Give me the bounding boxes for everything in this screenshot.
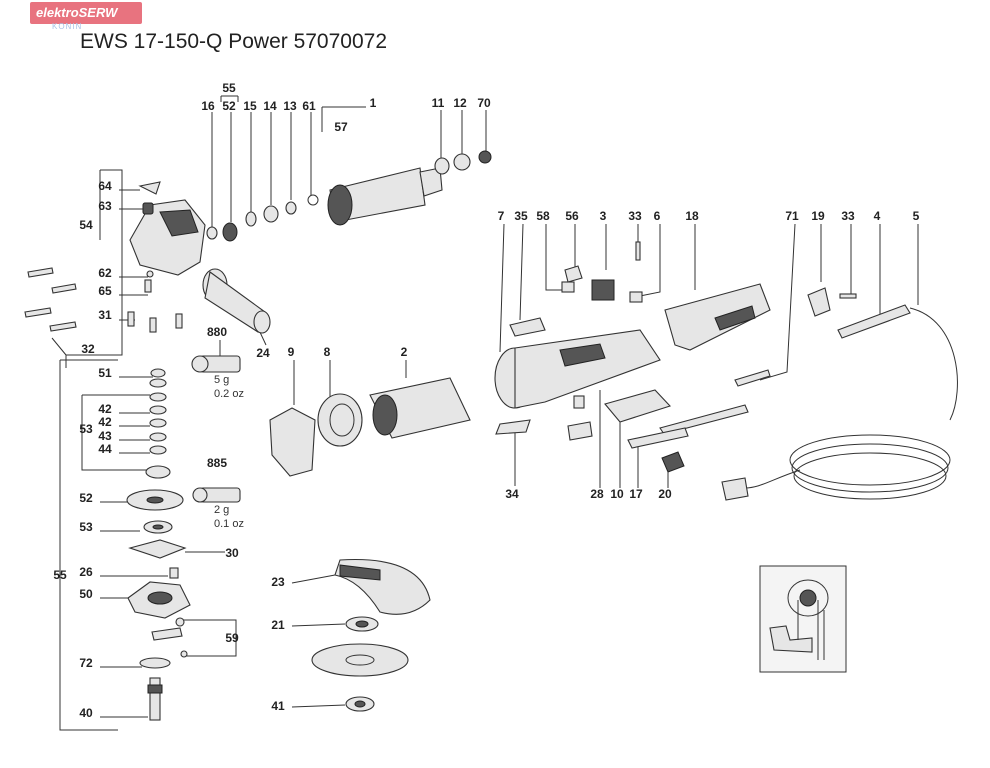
part-label: 61 — [302, 99, 316, 113]
part-label: 40 — [79, 706, 93, 720]
grease-note: 0.2 oz — [214, 388, 244, 400]
bearing-53 — [143, 520, 173, 534]
part-label: 20 — [658, 487, 672, 501]
part-label: 4 — [874, 209, 881, 223]
part-label: 11 — [432, 96, 445, 110]
part-label: 35 — [514, 209, 528, 223]
part-label: 6 — [654, 209, 661, 223]
armature-row — [206, 150, 492, 242]
part-label: 56 — [565, 209, 579, 223]
part-label: 53 — [79, 422, 93, 436]
part-label: 44 — [98, 442, 112, 456]
part-label: 71 — [785, 209, 799, 223]
part-label: 55 — [53, 568, 67, 582]
part-label: 33 — [841, 209, 855, 223]
switch-cover-18 — [664, 283, 771, 351]
part-label: 70 — [477, 96, 491, 110]
part-label: 18 — [685, 209, 699, 223]
grease-note: 2 g — [214, 504, 229, 516]
clamping-nut-41 — [345, 696, 375, 712]
part-label: 5 — [913, 209, 920, 223]
side-handle — [202, 268, 271, 334]
part-label: 50 — [79, 587, 93, 601]
part-label: 42 — [98, 402, 112, 416]
part-label: 57 — [334, 120, 348, 134]
grease-tube-880 — [191, 355, 241, 373]
gear-housing-50 — [127, 567, 191, 619]
wheel-guard-23 — [334, 558, 431, 615]
wheel-guard-assembly — [129, 181, 206, 276]
part-label: 31 — [98, 308, 112, 322]
part-label: 26 — [79, 565, 93, 579]
part-label: 62 — [98, 266, 112, 280]
part-label: 52 — [79, 491, 93, 505]
motor-housing-7 — [494, 317, 661, 409]
part-label: 8 — [324, 345, 331, 359]
part-label: 30 — [225, 546, 239, 560]
grease-tube-885 — [192, 487, 241, 503]
spindle-lock-59 — [151, 617, 188, 658]
part-label: 65 — [98, 284, 112, 298]
power-cord-5 — [721, 304, 958, 501]
part-label: 12 — [453, 96, 467, 110]
part-label: 28 — [590, 487, 604, 501]
grease-quantity-notes: 5 g 0.2 oz 2 g 0.1 oz — [214, 374, 244, 530]
grinding-disc — [311, 643, 409, 677]
part-label: 19 — [811, 209, 825, 223]
part-label: 53 — [79, 520, 93, 534]
gasket-30 — [128, 539, 187, 559]
part-label: 17 — [629, 487, 643, 501]
part-label: 885 — [207, 456, 227, 470]
part-label: 51 — [98, 366, 112, 380]
part-label: 41 — [271, 699, 285, 713]
brand-logo-subtitle: KONIN — [52, 22, 83, 31]
grease-note: 0.1 oz — [214, 518, 244, 530]
brush-holder-9 — [269, 407, 316, 477]
brand-logo: elektroSERW — [30, 2, 142, 24]
part-label: 54 — [79, 218, 93, 232]
part-label: 16 — [201, 99, 215, 113]
part-label: 52 — [222, 99, 236, 113]
part-label: 14 — [263, 99, 277, 113]
washers-stack — [145, 368, 171, 479]
spindle-40 — [139, 657, 171, 721]
switch-parts — [561, 241, 643, 441]
part-label: 72 — [79, 656, 93, 670]
part-label: 24 — [256, 346, 270, 360]
part-label: 10 — [610, 487, 624, 501]
part-label: 32 — [81, 342, 95, 356]
part-label: 58 — [536, 209, 550, 223]
part-label: 63 — [98, 199, 112, 213]
part-label: 43 — [98, 429, 112, 443]
page-title: EWS 17-150-Q Power 57070072 — [80, 30, 388, 53]
part-label: 1 — [370, 96, 377, 110]
part-label: 33 — [628, 209, 642, 223]
cable-clamp-19 — [807, 287, 857, 317]
part-label: 3 — [600, 209, 607, 223]
part-label: 13 — [283, 99, 297, 113]
leader-lines — [51, 95, 919, 731]
flange-21 — [345, 616, 379, 632]
wiring-diagram — [759, 565, 847, 673]
part-label: 2 — [401, 345, 408, 359]
part-label: 7 — [498, 209, 505, 223]
part-label: 42 — [98, 415, 112, 429]
part-label: 9 — [288, 345, 295, 359]
fan-guide-8 — [317, 393, 363, 447]
part-label: 59 — [225, 631, 239, 645]
stator-2 — [369, 377, 471, 439]
screws-left — [24, 267, 183, 333]
part-label: 21 — [271, 618, 285, 632]
part-label: 55 — [222, 81, 236, 95]
part-label: 23 — [271, 575, 285, 589]
part-label: 64 — [98, 179, 112, 193]
grease-note: 5 g — [214, 374, 229, 386]
switch-module-10 — [495, 369, 771, 473]
part-label: 880 — [207, 325, 227, 339]
part-label: 15 — [243, 99, 257, 113]
part-label: 34 — [505, 487, 519, 501]
bevel-gear-52 — [126, 489, 184, 511]
